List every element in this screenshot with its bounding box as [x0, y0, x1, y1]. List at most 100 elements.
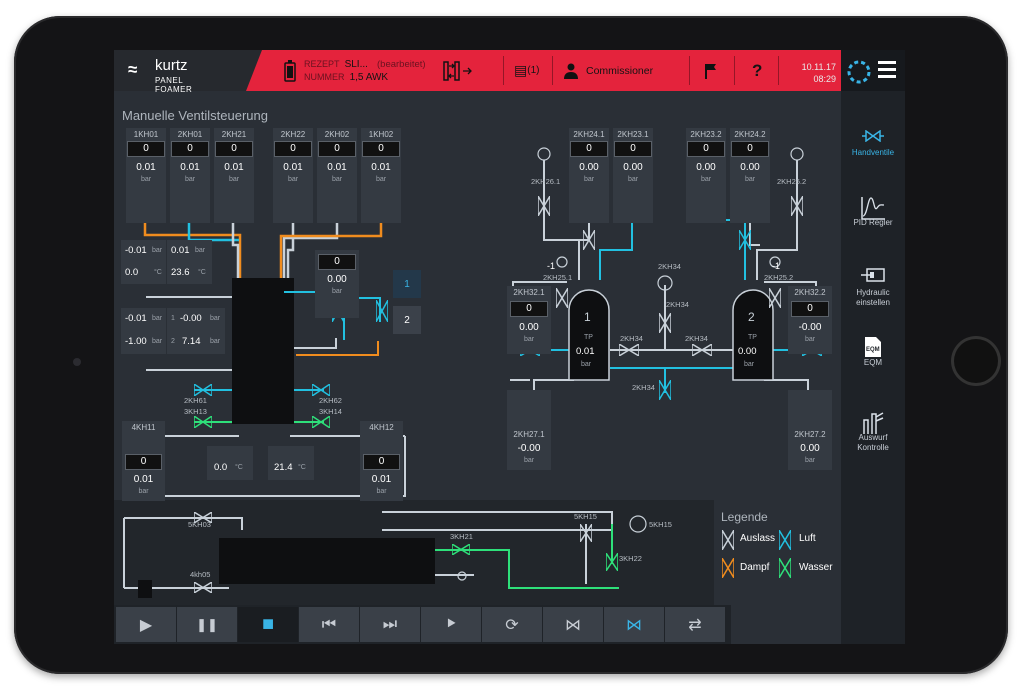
valve-icon [841, 126, 905, 148]
step-button[interactable]: ⯈ [421, 607, 481, 642]
valve-3KH22-icon[interactable] [606, 553, 618, 571]
valve-2KH26.2-icon[interactable] [791, 196, 803, 216]
legend-wasser-icon [779, 558, 791, 578]
valve-2KH34-bottom-icon[interactable] [659, 380, 671, 400]
playback-bar: ▶ ❚❚ ■ ⏮ ⏭ ⯈ ⟳ ⋈ ⋈ ⇄ [114, 605, 731, 644]
valve-5KH15a-icon[interactable] [580, 524, 592, 542]
valve-label: 2KH61 [184, 396, 207, 405]
setpoint-input[interactable]: 0 [215, 141, 253, 157]
nav-hydraulic[interactable]: Hydraulic einstellen [841, 250, 905, 318]
mold-2-button[interactable]: 2 [393, 306, 421, 334]
play-button[interactable]: ▶ [116, 607, 176, 642]
pressure-unit: bar [140, 176, 152, 183]
recipe-status: (bearbeitet) [377, 58, 426, 70]
valve-2KH61-icon[interactable] [194, 384, 212, 396]
valve-center-b-icon[interactable] [376, 300, 388, 322]
valve-label: 2KH25.1 [543, 273, 573, 282]
valve-tag: 2KH23.1 [617, 130, 649, 139]
nav-auswurf[interactable]: Auswurf Kontrolle [841, 395, 905, 463]
sensor-tile-b [167, 240, 212, 284]
unit: °C [198, 269, 206, 276]
valve-label: 2KH34 [632, 383, 655, 392]
valve-tile-2KH24.2: 2KH24.2 0 0.00 bar [730, 128, 770, 223]
valve-3KH14-icon[interactable] [312, 416, 330, 428]
valve-step-button[interactable]: ⋈ [543, 607, 603, 642]
setpoint-input[interactable]: 0 [274, 141, 312, 157]
sensor-tile-a [121, 240, 166, 284]
nav-pid-regler[interactable]: PID Regler [841, 180, 905, 248]
recipe-transfer-icon[interactable] [440, 50, 478, 91]
unit: °C [154, 269, 162, 276]
mold-1-button[interactable]: 1 [393, 270, 421, 298]
temperature-reading: 21.4 [274, 462, 293, 473]
loop-button[interactable]: ⟳ [482, 607, 542, 642]
tank-pressure: 0.00 [738, 346, 757, 357]
setpoint-input[interactable]: 0 [731, 141, 769, 157]
legend-auslass: Auslass [740, 533, 776, 544]
valve-2KH62-icon[interactable] [312, 384, 330, 396]
pressure-value: 0.01 [136, 162, 156, 173]
setpoint-input[interactable]: 0 [171, 141, 209, 157]
pressure-value: 0.01 [283, 162, 303, 173]
header-divider [734, 56, 735, 85]
setpoint-input[interactable]: 0 [318, 141, 356, 157]
valve-4kh05-icon[interactable] [194, 582, 212, 593]
nav-label: Hydraulic einstellen [856, 288, 890, 307]
setpoint-input[interactable]: 0 [687, 141, 725, 157]
temperature-reading: 0.0 [125, 267, 139, 278]
legend-title: Legende [721, 510, 768, 524]
user-button[interactable]: Commissioner [564, 50, 653, 91]
home-button[interactable] [951, 336, 1001, 386]
setpoint-input[interactable]: 0 [791, 301, 829, 317]
flag-button[interactable] [705, 50, 717, 91]
number-label: NUMMER [304, 71, 345, 82]
messages-button[interactable]: ▤ (1) [514, 50, 539, 91]
transfer-button[interactable]: ⇄ [665, 607, 725, 642]
index: 2 [171, 338, 175, 345]
header-divider [778, 56, 779, 85]
valve-5KH03-icon[interactable] [194, 512, 212, 523]
valve-2KH25.2-icon[interactable] [769, 288, 781, 308]
setpoint-input[interactable]: 0 [318, 254, 356, 270]
pause-button[interactable]: ❚❚ [177, 607, 237, 642]
valve-2KH24.1b-icon[interactable] [583, 230, 595, 250]
header-divider [503, 56, 504, 85]
nav-handventile[interactable]: Handventile [841, 110, 905, 178]
valve-3KH21-icon[interactable] [452, 544, 470, 555]
setpoint-input[interactable]: 0 [127, 141, 165, 157]
setpoint-input[interactable]: 0 [510, 301, 548, 317]
setpoint-input[interactable]: 0 [363, 454, 400, 470]
valve-label: 2KH34 [685, 334, 708, 343]
valve-2KH34-right-icon[interactable] [692, 344, 712, 356]
legend-luft-icon [779, 530, 791, 550]
prev-button[interactable]: ⏮ [299, 607, 359, 642]
setpoint-input[interactable]: 0 [125, 454, 162, 470]
valve-tag: 4KH12 [369, 423, 394, 432]
play-icon: ▶ [139, 616, 153, 634]
setpoint-input[interactable]: 0 [570, 141, 608, 157]
valve-tag: 2KH24.1 [573, 130, 605, 139]
valve-3KH13-icon[interactable] [194, 416, 212, 428]
menu-icon[interactable] [878, 61, 896, 82]
valve-2KH34-top-icon[interactable] [659, 313, 671, 333]
header: ≈ kurtz PANEL FOAMER REZEPT SLI... (bear… [114, 50, 841, 94]
valve-2KH24.2b-icon[interactable] [739, 230, 751, 250]
help-button[interactable]: ? [752, 60, 763, 80]
setpoint-input[interactable]: 0 [362, 141, 400, 157]
valve-2KH34-left-icon[interactable] [619, 344, 639, 356]
valve-tag: 1KH01 [133, 130, 159, 139]
pressure-value: 0.01 [371, 162, 391, 173]
recipe-info[interactable]: REZEPT SLI... (bearbeitet) NUMMER 1,5 AW… [304, 50, 426, 91]
valve-reset-button[interactable]: ⋈ [604, 607, 664, 642]
stop-icon: ■ [261, 613, 275, 635]
valve-2KH26.1-icon[interactable] [538, 196, 550, 216]
refresh-icon[interactable] [846, 59, 872, 91]
tank-unit: bar [581, 361, 592, 368]
next-button[interactable]: ⏭ [360, 607, 420, 642]
valve-2KH25.1-icon[interactable] [556, 288, 568, 308]
nav-eqm[interactable]: EQM EQM [841, 320, 905, 388]
setpoint-input[interactable]: 0 [614, 141, 652, 157]
pressure-unit: bar [331, 288, 343, 295]
nav-label: Handventile [851, 148, 895, 157]
stop-button[interactable]: ■ [238, 607, 298, 642]
